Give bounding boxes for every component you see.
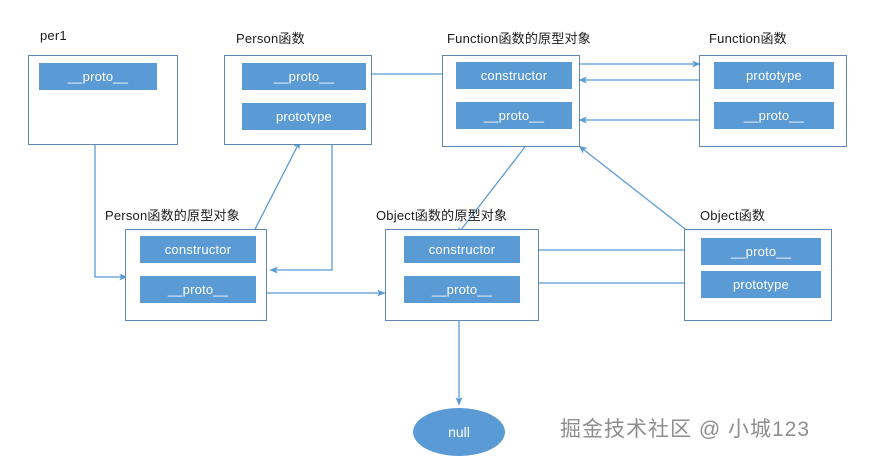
node-title-function-fn: Function函数	[709, 31, 787, 46]
slot-function-proto-obj-proto[interactable]: __proto__	[456, 102, 572, 129]
edge-per1-proto-to-person-proto-obj	[94, 88, 128, 281]
node-title-object-proto-obj: Object函数的原型对象	[376, 208, 508, 223]
node-object-fn[interactable]: __proto__ prototype	[684, 229, 832, 321]
node-person-proto-obj[interactable]: constructor __proto__	[125, 229, 267, 321]
slot-function-fn-proto[interactable]: __proto__	[714, 102, 834, 129]
slot-person-fn-proto[interactable]: __proto__	[242, 63, 366, 90]
node-person-fn[interactable]: __proto__ prototype	[224, 55, 372, 145]
slot-function-fn-prototype[interactable]: prototype	[714, 62, 834, 89]
node-title-per1: per1	[40, 28, 67, 43]
node-object-proto-obj[interactable]: constructor __proto__	[385, 229, 539, 321]
slot-object-fn-prototype[interactable]: prototype	[701, 271, 821, 298]
slot-object-proto-obj-constructor[interactable]: constructor	[404, 236, 520, 263]
slot-per1-proto[interactable]: __proto__	[39, 63, 157, 90]
slot-object-proto-obj-proto[interactable]: __proto__	[404, 276, 520, 303]
slot-person-fn-prototype[interactable]: prototype	[242, 103, 366, 130]
watermark-text: 掘金技术社区 @ 小城123	[560, 418, 811, 441]
edge-person-proto-obj-constructor-to-person-fn	[247, 140, 301, 244]
slot-function-proto-obj-constructor[interactable]: constructor	[456, 62, 572, 89]
node-title-function-proto-obj: Function函数的原型对象	[447, 31, 591, 46]
node-title-person-proto-obj: Person函数的原型对象	[105, 208, 240, 223]
edge-person-fn-prototype-to-person-proto-obj	[269, 129, 333, 274]
edge-function-proto-obj-proto-to-object-proto-obj	[456, 129, 539, 236]
slot-person-proto-obj-constructor[interactable]: constructor	[140, 236, 256, 263]
null-node[interactable]: null	[413, 408, 505, 456]
node-title-person-fn: Person函数	[236, 31, 305, 46]
node-function-fn[interactable]: prototype __proto__	[699, 55, 847, 147]
slot-object-fn-proto[interactable]: __proto__	[701, 238, 821, 265]
node-title-object-fn: Object函数	[700, 208, 766, 223]
edge-object-fn-proto-to-function-proto-obj	[578, 145, 704, 244]
node-function-proto-obj[interactable]: constructor __proto__	[442, 55, 580, 147]
node-per1[interactable]: __proto__	[28, 55, 178, 145]
slot-person-proto-obj-proto[interactable]: __proto__	[140, 276, 256, 303]
